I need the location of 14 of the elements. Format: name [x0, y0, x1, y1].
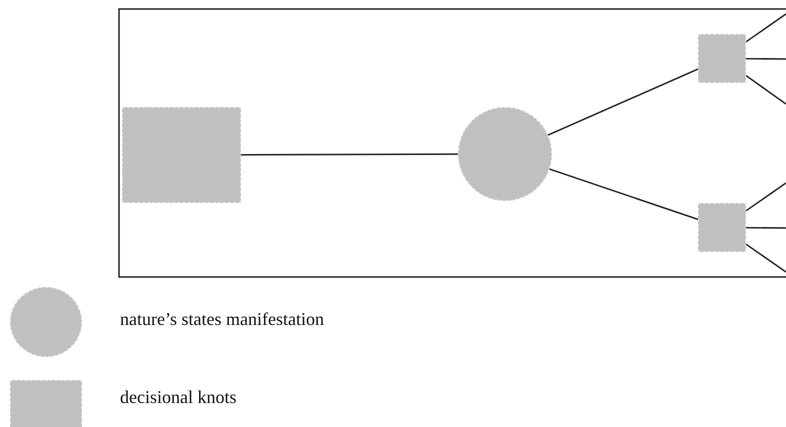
- connector-line: [548, 68, 698, 136]
- legend-text: nature’s states manifestation: [120, 309, 324, 330]
- connector-line: [746, 74, 786, 105]
- decision-node-square: [122, 107, 241, 203]
- connector-line: [746, 244, 786, 273]
- decision-node-square: [698, 34, 746, 83]
- connector-line: [746, 58, 786, 60]
- connector-line: [746, 226, 786, 229]
- connector-line: [549, 168, 698, 220]
- connector-line: [746, 182, 786, 212]
- legend-text: decisional knots: [120, 387, 236, 408]
- connector-line: [241, 153, 458, 156]
- connector-line: [746, 13, 786, 42]
- decision-node-square: [698, 203, 746, 252]
